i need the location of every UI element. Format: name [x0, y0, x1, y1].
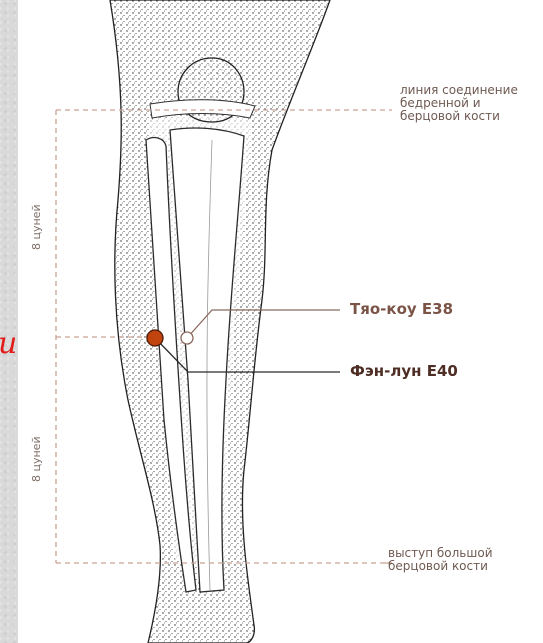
point-40-marker	[147, 330, 163, 346]
point-38-label: Тяо-коу Е38	[350, 300, 453, 318]
tibia-bump-label-2: берцовой кости	[388, 560, 493, 573]
red-text-fragment: и	[0, 326, 17, 361]
knee-line-label-3: берцовой кости	[400, 110, 518, 123]
knee-line-label: линия соединение бедренной и берцовой ко…	[400, 84, 518, 123]
tibia-bump-label: выступ большой берцовой кости	[388, 547, 493, 573]
point-40-label: Фэн-лун Е40	[350, 362, 458, 380]
upper-measure-label: 8 цуней	[30, 204, 43, 250]
point-38-marker	[181, 332, 193, 344]
lower-measure-label: 8 цуней	[30, 436, 43, 482]
